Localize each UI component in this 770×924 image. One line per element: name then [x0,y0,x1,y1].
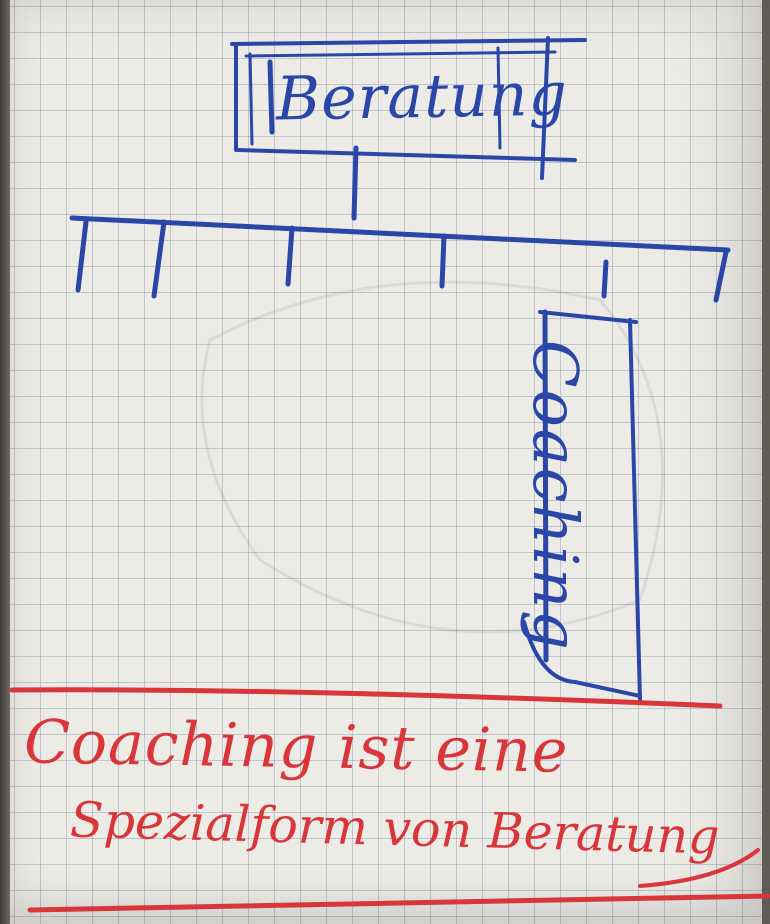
flipchart-paper [10,0,762,924]
coaching-box [522,309,642,702]
hierarchy-lines [69,145,731,303]
conclusion-line-1: Coaching ist eine [23,707,569,787]
red-divider [9,687,723,709]
beratung-box [230,36,587,180]
red-bottom-line [27,848,770,913]
coaching-label: Coaching [519,340,592,652]
ghost-shapes [200,280,664,634]
sheet-shadow-edge [0,0,12,924]
beratung-label: Beratung [275,59,569,135]
